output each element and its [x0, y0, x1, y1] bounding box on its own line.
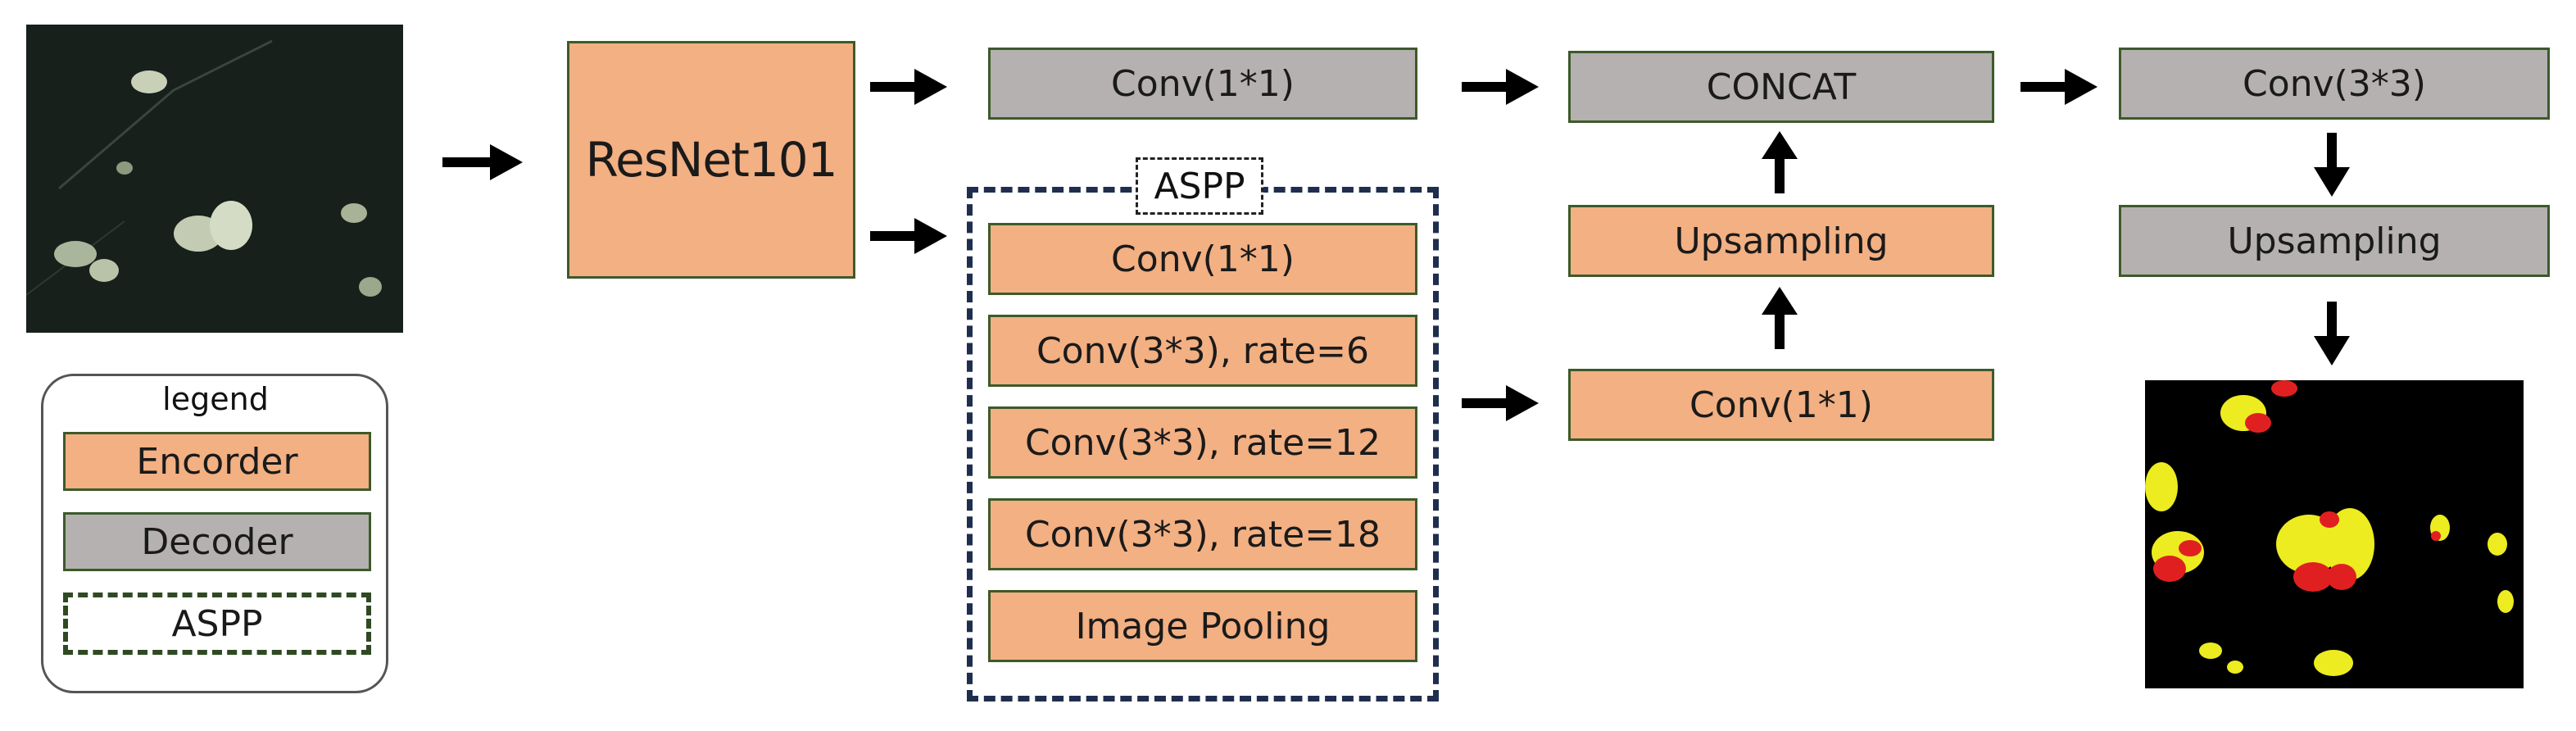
legend-encoder-label: Encorder [136, 440, 298, 483]
aspp-branch-label: Conv(3*3), rate=6 [1036, 329, 1370, 372]
middle-conv1x1-block: Conv(1*1) [1568, 369, 1994, 441]
aspp-branch-label: Conv(3*3), rate=18 [1024, 513, 1381, 556]
arrow-conv1-to-concat [1462, 69, 1539, 105]
aspp-branch-conv1x1: Conv(1*1) [988, 223, 1417, 295]
aspp-branch-conv3x3-rate12: Conv(3*3), rate=12 [988, 406, 1417, 479]
aspp-branch-conv3x3-rate6: Conv(3*3), rate=6 [988, 315, 1417, 387]
arrow-upsampling-to-concat [1762, 131, 1798, 193]
decoder-conv1x1-low-level: Conv(1*1) [988, 48, 1417, 120]
arrow-aspp-to-conv1 [1462, 385, 1539, 421]
final-conv3x3-label: Conv(3*3) [2243, 62, 2426, 105]
legend-aspp-label: ASPP [171, 602, 263, 645]
concat-block: CONCAT [1568, 51, 1994, 123]
arrow-concat-to-conv3x3 [2020, 69, 2098, 105]
aspp-branch-image-pooling: Image Pooling [988, 590, 1417, 662]
input-satellite-image [26, 25, 403, 333]
concat-label: CONCAT [1706, 66, 1857, 108]
arrow-backbone-to-aspp [870, 218, 947, 254]
final-conv3x3-block: Conv(3*3) [2119, 48, 2550, 120]
aspp-branch-label: Image Pooling [1075, 605, 1331, 647]
legend-panel: legend Encorder Decoder ASPP [41, 374, 388, 693]
arrow-input-to-backbone [442, 144, 523, 180]
aspp-module-tag: ASPP [1136, 157, 1263, 215]
final-upsampling-block: Upsampling [2119, 205, 2550, 277]
arrow-conv1-to-upsampling [1762, 287, 1798, 349]
legend-title: legend [43, 381, 388, 417]
backbone-resnet101: ResNet101 [567, 41, 855, 279]
legend-decoder-swatch: Decoder [63, 512, 371, 571]
legend-encoder-swatch: Encorder [63, 432, 371, 491]
decoder-conv1x1-label: Conv(1*1) [1111, 62, 1295, 105]
backbone-label: ResNet101 [585, 132, 837, 188]
middle-upsampling-label: Upsampling [1674, 220, 1889, 262]
aspp-branch-label: Conv(3*3), rate=12 [1024, 421, 1381, 464]
middle-upsampling-block: Upsampling [1568, 205, 1994, 277]
aspp-branch-conv3x3-rate18: Conv(3*3), rate=18 [988, 498, 1417, 570]
legend-title-text: legend [162, 381, 269, 417]
output-image-mask [2145, 380, 2524, 688]
arrow-backbone-to-conv1 [870, 69, 947, 105]
aspp-branch-label: Conv(1*1) [1111, 238, 1295, 280]
input-image-texture [26, 25, 403, 333]
arrow-conv3x3-to-upsampling [2314, 133, 2350, 197]
legend-decoder-label: Decoder [141, 520, 293, 563]
final-upsampling-label: Upsampling [2227, 220, 2442, 262]
output-segmentation-image [2145, 380, 2524, 688]
arrow-upsampling-to-output [2314, 302, 2350, 366]
legend-aspp-swatch: ASPP [63, 593, 371, 655]
middle-conv1x1-label: Conv(1*1) [1689, 384, 1873, 426]
aspp-tag-label: ASPP [1154, 165, 1245, 207]
